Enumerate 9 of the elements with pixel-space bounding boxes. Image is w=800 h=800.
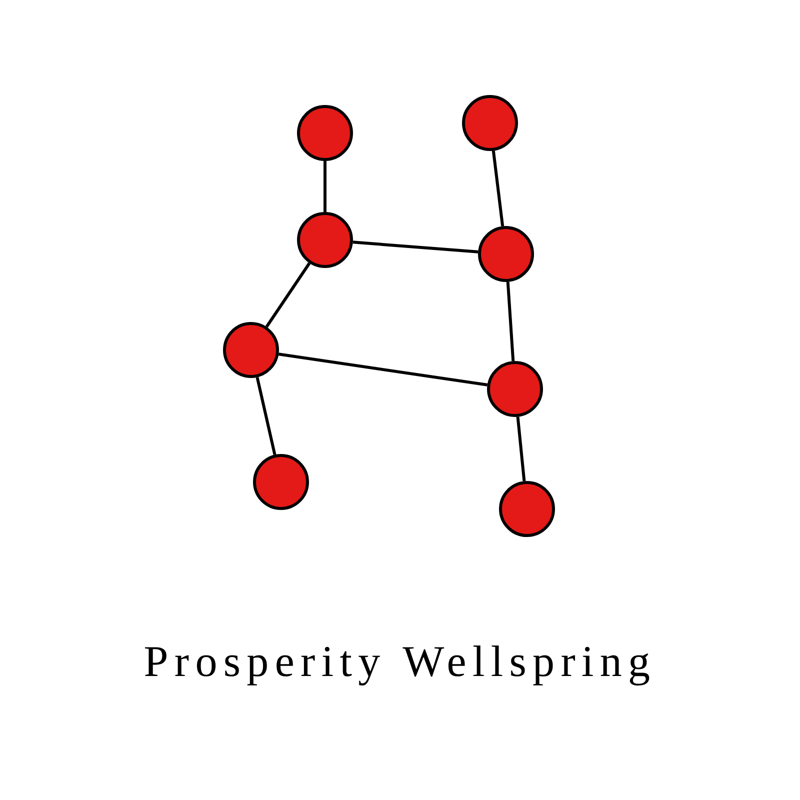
connector-line — [256, 376, 276, 456]
caption: Prosperity Wellspring — [144, 640, 656, 684]
connector-line — [278, 352, 488, 386]
connector-line — [324, 161, 326, 212]
connector-line — [352, 240, 478, 254]
connector-line — [506, 282, 515, 362]
connector-line — [492, 150, 504, 226]
connector-line — [265, 262, 311, 328]
connector-line — [516, 416, 526, 482]
